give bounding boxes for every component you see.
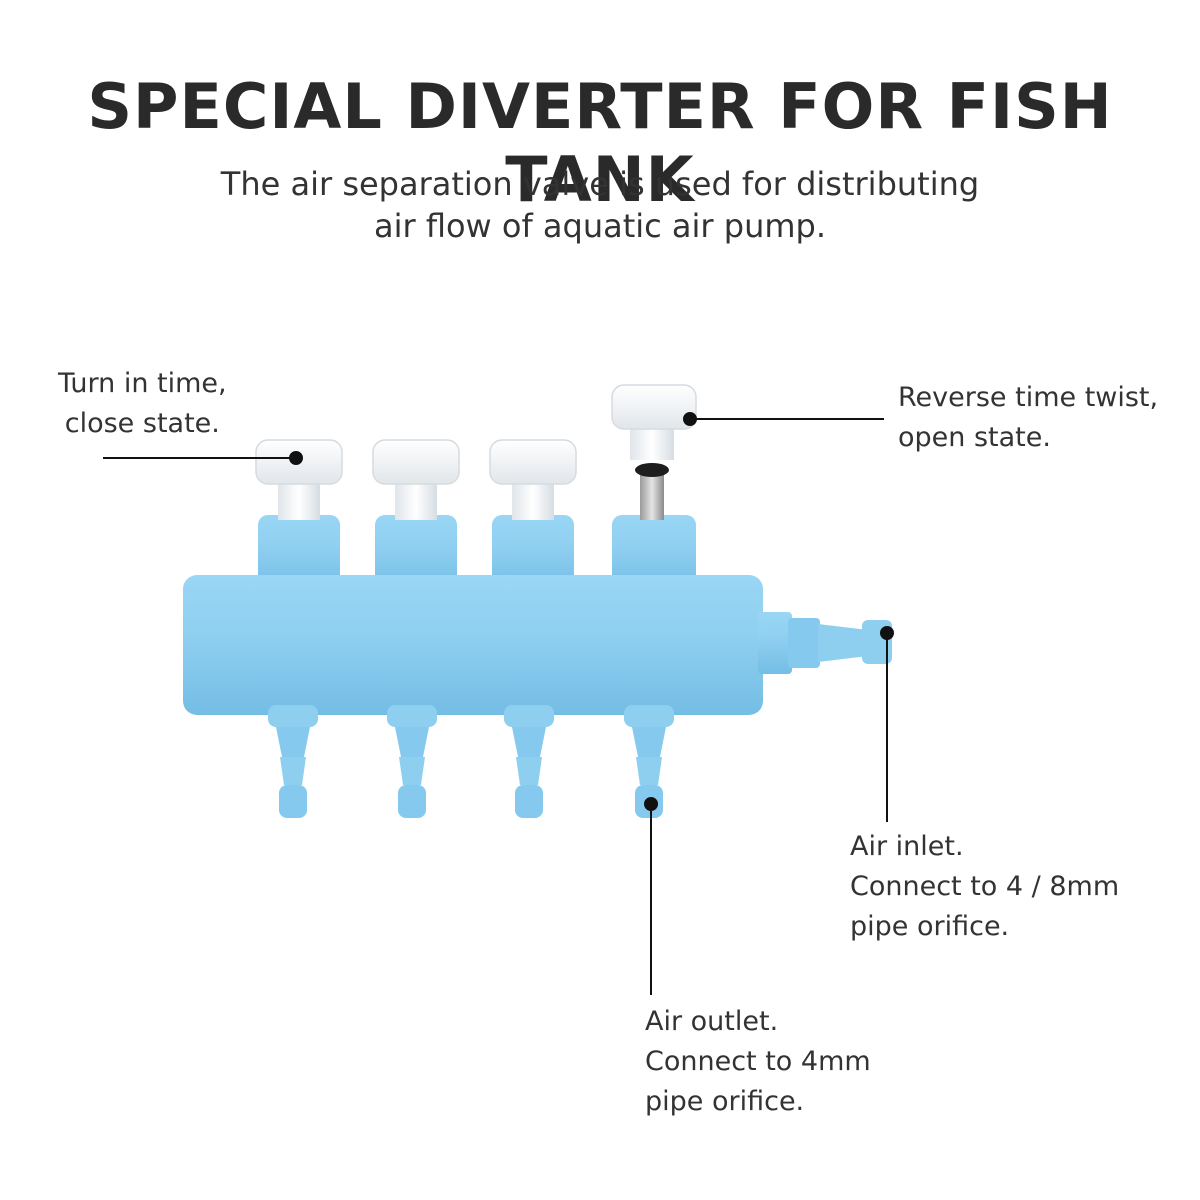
leader-dot-close (289, 451, 303, 465)
subtitle-line-2: air flow of aquatic air pump. (373, 207, 826, 245)
leader-dot-inlet (880, 626, 894, 640)
callout-close-line-1: Turn in time, (58, 368, 227, 399)
callout-close-line-2: close state. (64, 408, 220, 439)
callout-close-state: Turn in time, close state. (58, 364, 227, 444)
diverter-body (183, 575, 763, 715)
leader-dot-open (683, 412, 697, 426)
inlet-nozzle (758, 612, 892, 674)
subtitle: The air separation valve is used for dis… (150, 163, 1050, 247)
callout-open-line-1: Reverse time twist, (898, 382, 1159, 413)
leader-dot-outlet (644, 797, 658, 811)
callout-inlet-line-3: pipe orifice. (850, 911, 1010, 942)
closed-knobs (255, 439, 577, 485)
subtitle-line-1: The air separation valve is used for dis… (220, 165, 980, 203)
valve-housings (258, 515, 696, 590)
callout-outlet-line-3: pipe orifice. (645, 1086, 805, 1117)
valve-stems (278, 478, 554, 520)
callout-air-outlet: Air outlet. Connect to 4mm pipe orifice. (645, 1002, 871, 1122)
callout-open-line-2: open state. (898, 422, 1051, 453)
callout-inlet-line-1: Air inlet. (850, 831, 964, 862)
page-title: SPECIAL DIVERTER FOR FISH TANK (87, 70, 1113, 216)
outlet-barbs (268, 705, 674, 818)
callout-outlet-line-2: Connect to 4mm (645, 1046, 871, 1077)
leader-lines (103, 412, 894, 995)
callout-air-inlet: Air inlet. Connect to 4 / 8mm pipe orifi… (850, 827, 1119, 947)
callout-open-state: Reverse time twist, open state. (898, 378, 1158, 458)
open-valve (611, 384, 697, 520)
callout-outlet-line-1: Air outlet. (645, 1006, 779, 1037)
callout-inlet-line-2: Connect to 4 / 8mm (850, 871, 1120, 902)
